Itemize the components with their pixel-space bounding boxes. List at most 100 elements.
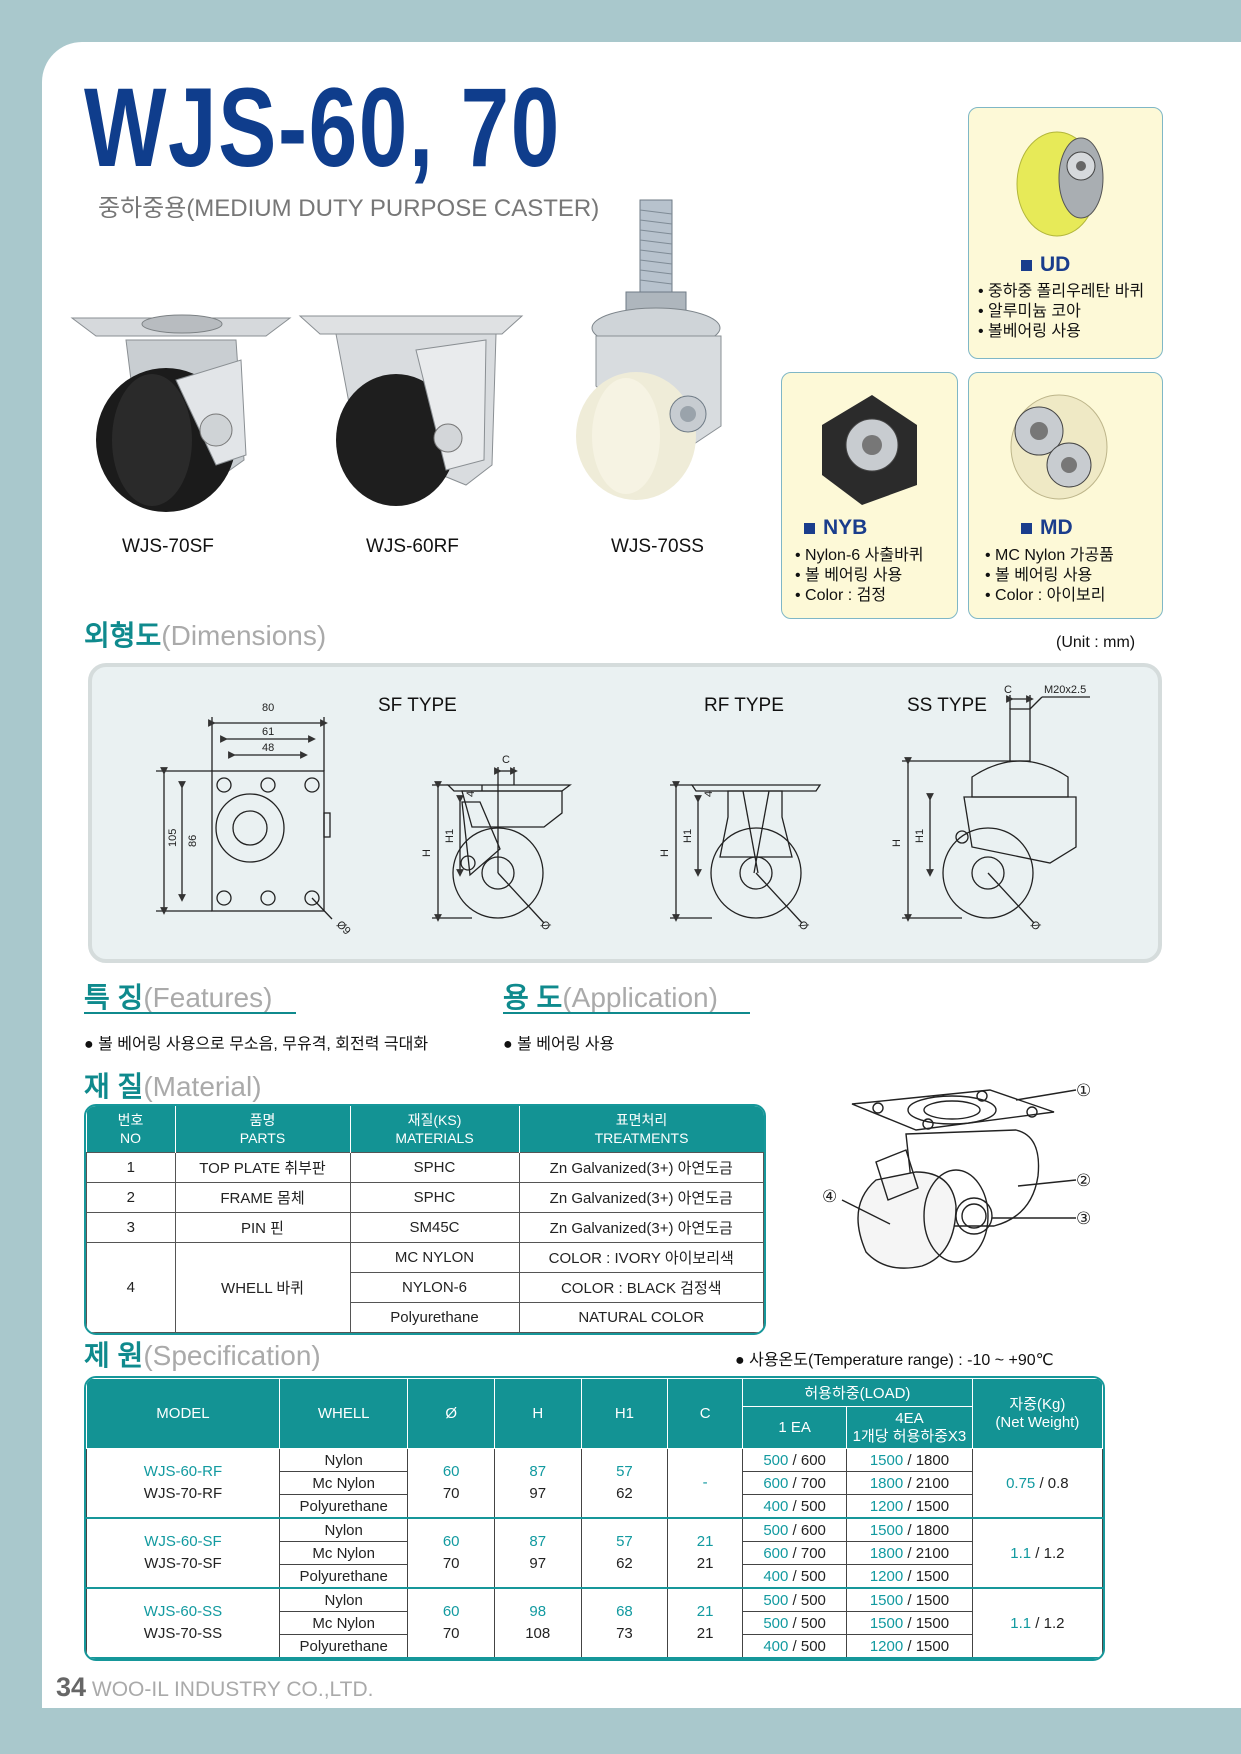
cell-weight: 1.1 / 1.2: [971, 1517, 1103, 1589]
cell-load-4ea: 1800 / 2100: [846, 1541, 973, 1565]
cell-load-1ea: 500 / 600: [742, 1448, 848, 1472]
cell-load-4ea-70: 2100: [915, 1544, 950, 1562]
cell-load-1ea-60: 400: [763, 1497, 789, 1515]
cell-material: SPHC: [349, 1152, 520, 1183]
cell-h1-60: 68: [616, 1603, 633, 1620]
cell-material: NYLON-6: [349, 1272, 520, 1303]
cell-dia-60: 60: [442, 1603, 460, 1620]
cell-model-70: WJS-70-SF: [144, 1555, 222, 1572]
dimension-drawing-panel: [88, 663, 1162, 963]
cell-treatment: Zn Galvanized(3+) 아연도금: [518, 1212, 764, 1243]
cell-load-4ea-70: 1500: [915, 1567, 950, 1585]
cell-c-60: 21: [696, 1533, 714, 1550]
cell-load-1ea-70: 500: [800, 1637, 826, 1655]
option-nyb-line: • 볼 베어링 사용: [795, 567, 903, 584]
option-card-md: MD • MC Nylon 가공품 • 볼 베어링 사용 • Color : 아…: [968, 372, 1163, 619]
cell-load-4ea: 1200 / 1500: [846, 1494, 973, 1519]
cell-c-70: 21: [696, 1625, 714, 1642]
spec-header-dia: Ø: [407, 1378, 495, 1449]
cell-part: PIN 핀: [174, 1212, 351, 1243]
spec-header-row: MODEL WHELL Ø H H1 C 허용하중(LOAD) 자중(Kg)(N…: [86, 1378, 1103, 1449]
spec-header-load: 허용하중(LOAD): [742, 1378, 973, 1407]
cell-weight-70: 1.2: [1043, 1544, 1065, 1562]
callout-1: ①: [1076, 1081, 1091, 1101]
table-row: 3 PIN 핀 SM45C Zn Galvanized(3+) 아연도금: [86, 1212, 764, 1243]
option-title-nyb: NYB: [804, 516, 867, 540]
cell-load-1ea: 600 / 700: [742, 1471, 848, 1495]
cell-load-1ea-60: 400: [763, 1567, 789, 1585]
header-en: (Net Weight): [995, 1413, 1080, 1431]
cell-h-60: 87: [529, 1463, 547, 1480]
cell-load-1ea-70: 500: [800, 1614, 826, 1632]
cell-material: Polyurethane: [349, 1302, 520, 1333]
dim-label-h: H: [891, 839, 903, 847]
page-number: 34: [56, 1672, 87, 1702]
cell-dia-70: 70: [442, 1625, 460, 1642]
cell-treatment: COLOR : BLACK 검정색: [518, 1272, 764, 1303]
cell-load-4ea-60: 1500: [869, 1521, 904, 1539]
cell-weight: 0.75 / 0.8: [971, 1448, 1103, 1519]
cell-weight: 1.1 / 1.2: [971, 1587, 1103, 1659]
table-row: Polyurethane NATURAL COLOR: [87, 1302, 764, 1333]
spec-header-h: H: [493, 1378, 582, 1449]
cell-load-4ea: 1200 / 1500: [846, 1634, 973, 1659]
cell-load-1ea: 400 / 500: [742, 1634, 848, 1659]
dim-label-h1: H1: [682, 829, 694, 843]
cell-wheel: Nylon: [278, 1448, 409, 1472]
spec-header-wheel: WHELL: [278, 1378, 409, 1449]
spec-heading-en: (Specification): [143, 1340, 321, 1371]
nyb-wheel-image: [822, 395, 917, 505]
table-row: 1 TOP PLATE 취부판 SPHC Zn Galvanized(3+) 아…: [86, 1152, 764, 1183]
cell-model-70: WJS-70-RF: [143, 1485, 223, 1502]
cell-load-1ea: 400 / 500: [742, 1564, 848, 1589]
cell-c: -: [667, 1448, 744, 1519]
dim-label-h: H: [659, 849, 671, 857]
cell-load-1ea-70: 500: [800, 1567, 826, 1585]
header-ko: 번호: [117, 1112, 144, 1128]
page-subtitle: 중하중용(MEDIUM DUTY PURPOSE CASTER): [98, 195, 600, 222]
header-ko: 재질(KS): [407, 1112, 462, 1128]
option-title-ud: UD: [1021, 253, 1070, 277]
cell-c-70: 21: [696, 1555, 714, 1572]
cell-treatment: COLOR : IVORY 아이보리색: [518, 1242, 764, 1273]
option-ud-line: • 알루미늄 코아: [978, 303, 1081, 320]
cell-treatment: NATURAL COLOR: [518, 1302, 764, 1333]
cell-weight-60: 0.75: [1006, 1474, 1036, 1492]
cell-dia-70: 70: [442, 1485, 460, 1502]
cell-h1-60: 57: [616, 1463, 633, 1480]
temperature-range: ● 사용온도(Temperature range) : -10 ~ +90℃: [735, 1352, 1054, 1369]
table-row: 4 WHELL 바퀴 MC NYLON COLOR : IVORY 아이보리색: [86, 1242, 764, 1333]
dim-label-4: 4: [703, 791, 715, 797]
table-row: 2 FRAME 몸체 SPHC Zn Galvanized(3+) 아연도금: [86, 1182, 764, 1213]
cell-wheel: Polyurethane: [278, 1634, 409, 1659]
option-md-line: • 볼 베어링 사용: [985, 567, 1093, 584]
dim-label-48: 48: [262, 742, 274, 754]
cell-load-4ea-60: 1500: [869, 1591, 904, 1609]
option-card-nyb: NYB • Nylon-6 사출바퀴 • 볼 베어링 사용 • Color : …: [781, 372, 958, 619]
header-en: PARTS: [239, 1130, 286, 1146]
spec-header-model: MODEL: [86, 1378, 280, 1449]
cell-weight-70: 1.2: [1043, 1614, 1065, 1632]
material-heading-en: (Material): [143, 1071, 262, 1102]
cell-treatment: Zn Galvanized(3+) 아연도금: [518, 1182, 764, 1213]
dim-label-h: H: [421, 849, 433, 857]
cell-c-60: -: [702, 1474, 708, 1491]
cell-load-1ea-60: 400: [763, 1637, 789, 1655]
dim-label-80: 80: [262, 702, 274, 714]
cell-weight-60: 1.1: [1010, 1544, 1032, 1562]
cell-weight-70: 0.8: [1047, 1474, 1069, 1492]
header-ko: 자중(Kg): [1009, 1395, 1066, 1413]
cell-load-1ea: 500 / 500: [742, 1611, 848, 1635]
header-ko: 품명: [249, 1112, 276, 1128]
